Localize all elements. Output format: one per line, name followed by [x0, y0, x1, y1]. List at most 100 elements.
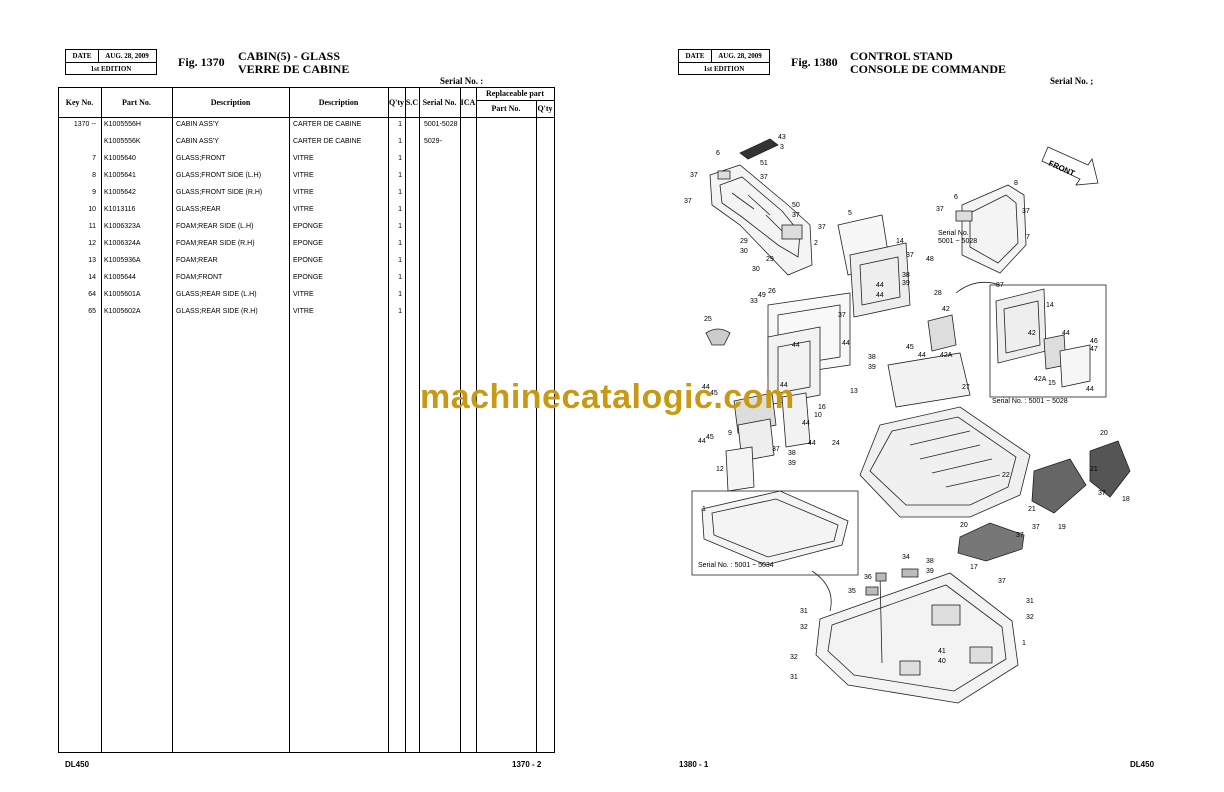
- svg-text:18: 18: [1122, 496, 1130, 503]
- serial-label: Serial No. ;: [1050, 76, 1094, 86]
- description-fr-cell: CARTER DE CABINE: [293, 138, 362, 145]
- svg-text:33: 33: [750, 298, 758, 305]
- svg-text:28: 28: [934, 290, 942, 297]
- svg-text:44: 44: [842, 340, 850, 347]
- svg-text:35: 35: [848, 588, 856, 595]
- svg-text:2: 2: [814, 240, 818, 247]
- description-en-cell: FOAM;REAR: [176, 257, 218, 264]
- key-no-cell: 12: [88, 240, 96, 247]
- svg-text:36: 36: [864, 574, 872, 581]
- svg-text:19: 19: [1058, 524, 1066, 531]
- svg-text:46: 46: [1090, 338, 1098, 345]
- qty-cell: 1: [398, 206, 402, 213]
- svg-text:22: 22: [1002, 472, 1010, 479]
- qty-cell: 1: [398, 223, 402, 230]
- key-no-cell: 64: [88, 291, 96, 298]
- svg-text:37: 37: [1022, 208, 1030, 215]
- header-sc: S.C: [405, 97, 419, 107]
- svg-text:31: 31: [790, 674, 798, 681]
- svg-text:6: 6: [954, 194, 958, 201]
- svg-text:37: 37: [838, 312, 846, 319]
- part-no-cell: K1005556H: [104, 121, 141, 128]
- description-en-cell: GLASS;FRONT: [176, 155, 226, 162]
- serial-no-cell: 5001-5028: [424, 121, 458, 128]
- svg-text:14: 14: [896, 238, 904, 245]
- left-footer-page: 1370 - 2: [512, 760, 542, 769]
- date-label: DATE: [66, 50, 99, 62]
- description-en-cell: GLASS;REAR SIDE (L.H): [176, 291, 257, 298]
- description-en-cell: FOAM;REAR SIDE (L.H): [176, 223, 254, 230]
- svg-text:6: 6: [716, 150, 720, 157]
- svg-text:31: 31: [1026, 598, 1034, 605]
- part-no-cell: K1006324A: [104, 240, 141, 247]
- table-row: 12 K1006324A FOAM;REAR SIDE (R.H) EPONGE 1: [58, 236, 555, 253]
- description-en-cell: GLASS;REAR SIDE (R.H): [176, 308, 258, 315]
- qty-cell: 1: [398, 308, 402, 315]
- svg-text:45: 45: [706, 434, 714, 441]
- qty-cell: 1: [398, 172, 402, 179]
- svg-text:38: 38: [868, 354, 876, 361]
- svg-text:34: 34: [902, 554, 910, 561]
- description-en-cell: GLASS;FRONT SIDE (R.H): [176, 189, 263, 196]
- svg-text:44: 44: [802, 420, 810, 427]
- key-no-cell: 14: [88, 274, 96, 281]
- svg-text:32: 32: [1026, 614, 1034, 621]
- key-no-cell: 11: [88, 223, 96, 230]
- svg-text:21: 21: [1028, 506, 1036, 513]
- date-label: DATE: [679, 50, 712, 62]
- description-fr-cell: VITRE: [293, 155, 314, 162]
- svg-text:49: 49: [758, 292, 766, 299]
- key-no-cell: 9: [92, 189, 96, 196]
- svg-text:44: 44: [702, 384, 710, 391]
- description-fr-cell: EPONGE: [293, 257, 323, 264]
- description-en-cell: GLASS;REAR: [176, 206, 221, 213]
- svg-text:25: 25: [704, 316, 712, 323]
- part-no-cell: K1005602A: [104, 308, 141, 315]
- svg-text:48: 48: [926, 256, 934, 263]
- qty-cell: 1: [398, 240, 402, 247]
- svg-text:38: 38: [788, 450, 796, 457]
- svg-text:5: 5: [848, 210, 852, 217]
- figure-number: Fig. 1380: [791, 55, 838, 69]
- key-no-cell: 13: [88, 257, 96, 264]
- svg-text:38: 38: [926, 558, 934, 565]
- key-no-cell: 10: [88, 206, 96, 213]
- part-no-cell: K1005936A: [104, 257, 141, 264]
- title-french: VERRE DE CABINE: [238, 62, 350, 76]
- description-fr-cell: VITRE: [293, 206, 314, 213]
- description-fr-cell: VITRE: [293, 189, 314, 196]
- qty-cell: 1: [398, 121, 402, 128]
- key-no-cell: 7: [92, 155, 96, 162]
- svg-text:30: 30: [752, 266, 760, 273]
- header-repl-part-no: Part No.: [491, 104, 521, 113]
- svg-text:44: 44: [698, 438, 706, 445]
- title-english: CABIN(5) - GLASS: [238, 49, 341, 63]
- svg-text:17: 17: [970, 564, 978, 571]
- front-arrow-icon: [1041, 146, 1099, 186]
- svg-text:13: 13: [850, 388, 858, 395]
- svg-text:38: 38: [902, 272, 910, 279]
- header-part-no: Part No.: [122, 97, 151, 107]
- svg-text:32: 32: [800, 624, 808, 631]
- svg-text:3: 3: [780, 144, 784, 151]
- svg-text:20: 20: [960, 522, 968, 529]
- description-en-cell: CABIN ASS'Y: [176, 138, 219, 145]
- description-fr-cell: EPONGE: [293, 223, 323, 230]
- description-en-cell: CABIN ASS'Y: [176, 121, 219, 128]
- title-english: CONTROL STAND: [850, 49, 953, 63]
- svg-text:45: 45: [710, 390, 718, 397]
- key-no-cell: 65: [88, 308, 96, 315]
- svg-text:30: 30: [740, 248, 748, 255]
- svg-text:44: 44: [792, 342, 800, 349]
- svg-text:39: 39: [902, 280, 910, 287]
- header-serial-no: Serial No.: [422, 97, 457, 107]
- svg-text:42: 42: [942, 306, 950, 313]
- description-en-cell: FOAM;REAR SIDE (R.H): [176, 240, 255, 247]
- description-fr-cell: EPONGE: [293, 240, 323, 247]
- svg-text:37: 37: [792, 212, 800, 219]
